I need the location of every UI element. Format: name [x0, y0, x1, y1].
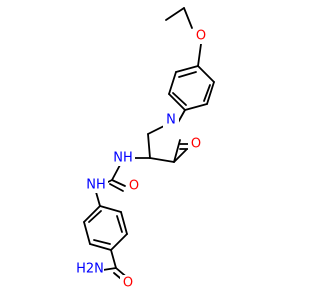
ethyl-group [165, 7, 193, 29]
urea-oxygen-bg [126, 178, 142, 194]
ring2-bond-2 [147, 133, 151, 159]
bond-ethyl-cc [165, 7, 185, 21]
amide-nh2-label: H2N [76, 262, 104, 277]
ring2-bond-3 [149, 157, 175, 163]
bond-c-o-1 [111, 179, 126, 187]
ring1-bond-4-inner [172, 92, 187, 106]
ring3-bond-6-inner [88, 210, 102, 223]
molecule-diagram: O N O NH O NH H2N O [76, 7, 215, 291]
pyrrolidinone-ring [147, 125, 189, 163]
ring3-bond-5 [83, 221, 91, 245]
bond-ether-ring [197, 43, 202, 67]
ring3-bond-2-inner [116, 215, 123, 233]
ring3-bond-6 [83, 205, 101, 223]
ring2-bond-4 [173, 139, 181, 163]
ring2-bond-1 [147, 125, 165, 135]
bond-lactam-c [173, 149, 187, 163]
benzamide-ring [83, 205, 128, 251]
urea-nh-2-label: NH [86, 178, 106, 193]
ether-oxygen-bg [193, 28, 209, 44]
structure-drawing: O N O NH O NH H2N O [76, 7, 215, 291]
ring1-bond-2 [206, 81, 215, 105]
urea-nh-1-label: NH [113, 151, 133, 166]
amide-nh2-bg [76, 261, 104, 277]
ring1-bond-6-inner [178, 71, 197, 78]
ring3-bond-4-inner [93, 239, 111, 245]
ring1-bond-6 [175, 65, 199, 73]
ring-nitrogen-label: N [166, 113, 176, 128]
amide-oxygen-bg [120, 275, 136, 291]
ethoxyphenyl-ring [168, 65, 215, 111]
ring3-bond-4 [89, 243, 112, 251]
ring1-bond-1 [197, 65, 215, 83]
atom-labels: O N O NH O NH H2N O [76, 28, 209, 291]
ether-oxygen-label: O [196, 29, 206, 44]
urea-nh-2-bg [84, 177, 108, 193]
ring3-bond-1 [99, 205, 122, 213]
ring1-bond-2-inner [203, 84, 211, 102]
bond-nh-c [111, 164, 121, 181]
bond-c-o-2 [109, 183, 124, 192]
urea-oxygen-label: O [129, 179, 139, 194]
ring1-bond-3 [184, 103, 208, 111]
bond-nh-ring [95, 191, 101, 207]
ring1-bond-5 [168, 71, 177, 95]
ring3-bond-3 [110, 233, 128, 251]
urea-nh-1-bg [111, 150, 135, 166]
ring3-bond-2 [120, 211, 128, 235]
bond-c-n [102, 267, 117, 271]
amide-oxygen-label: O [123, 276, 133, 291]
ring-nitrogen-bg [163, 112, 179, 128]
lactam-oxygen-label: O [191, 137, 201, 152]
lactam-oxygen-bg [188, 136, 204, 152]
bond-ring-c [110, 249, 117, 269]
ring1-bond-4 [168, 93, 186, 111]
bond-ethyl-co [183, 7, 193, 29]
